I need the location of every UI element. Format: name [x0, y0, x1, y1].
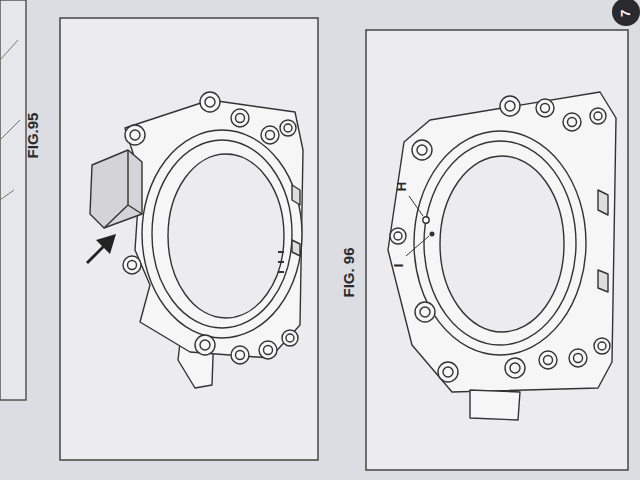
figure-caption-holder: FIG. 96: [341, 247, 356, 297]
callout-letter-holder: H: [395, 181, 408, 190]
callout-letter: I: [393, 263, 406, 267]
figure-caption: FIG. 96: [341, 247, 356, 297]
page-number-holder: 7: [619, 9, 632, 16]
leader-line: [409, 196, 423, 216]
figure-panel: [60, 18, 318, 460]
callout-letter: H: [395, 181, 408, 190]
page-badge: [612, 0, 640, 26]
neighbour-panel: [0, 0, 26, 400]
neighbour-sketch: [0, 40, 20, 200]
figure-panel: [366, 30, 628, 470]
figure-caption-holder: FIG.95: [25, 112, 40, 158]
seal-housing: [123, 92, 303, 388]
seal-housing: [388, 92, 616, 420]
callout-letter-holder: I: [393, 263, 406, 267]
page-number: 7: [619, 9, 632, 16]
figure-caption: FIG.95: [25, 112, 40, 158]
leader-line: [406, 236, 429, 256]
push-arrow: [86, 234, 116, 264]
installer-tool: [90, 150, 142, 228]
